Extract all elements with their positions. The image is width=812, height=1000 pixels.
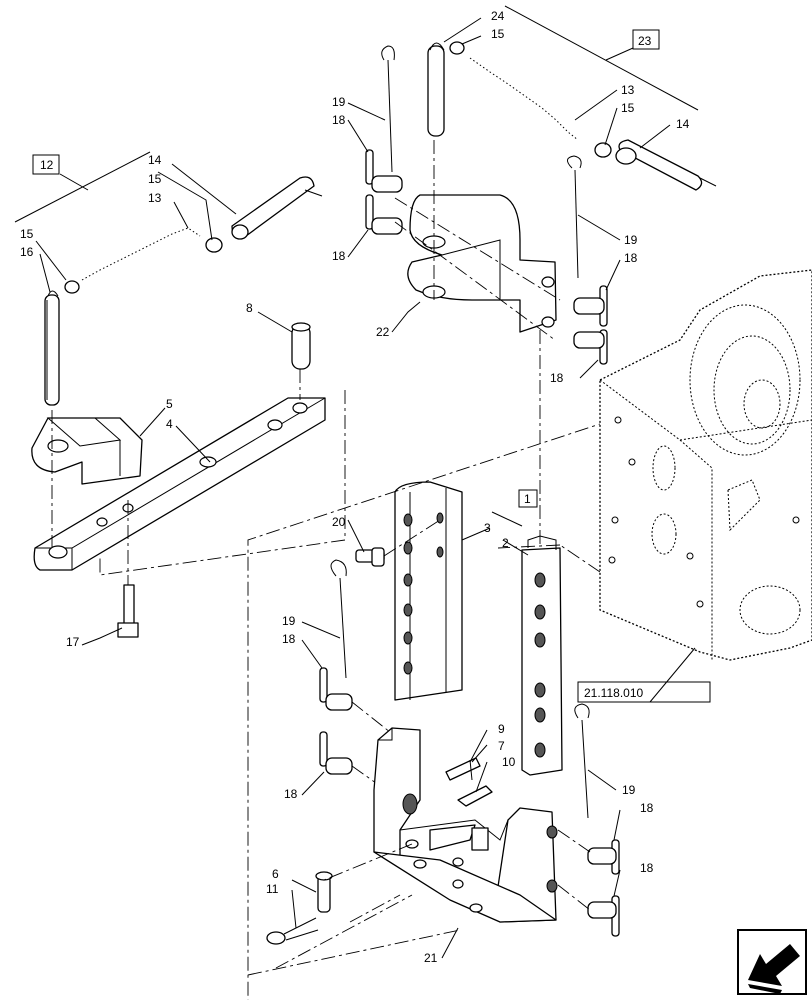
ring-15-top (449, 41, 465, 55)
spring-7 (469, 759, 473, 781)
chain-13-top (469, 57, 579, 141)
spring-pin-19-mid-left (330, 559, 347, 679)
top-pin-24 (427, 42, 445, 137)
callout-labels: 12 15 16 14 15 13 8 5 4 17 24 15 23 19 1… (20, 9, 690, 965)
callout-23: 23 (638, 34, 652, 48)
callout-24: 24 (491, 9, 505, 23)
callout-18-low-a: 18 (640, 801, 654, 815)
callout-20: 20 (332, 515, 346, 529)
callout-2: 2 (502, 536, 509, 550)
pin-6 (315, 871, 333, 913)
callout-12: 12 (40, 158, 54, 172)
callout-15-left-b: 15 (148, 172, 162, 186)
spring-pin-19-mid-right (574, 703, 590, 819)
callout-14-left: 14 (148, 153, 162, 167)
callout-11: 11 (266, 882, 279, 896)
callout-6: 6 (272, 867, 279, 881)
chain-13-left (81, 227, 201, 281)
pin-18-low-a (587, 839, 620, 875)
callout-5: 5 (166, 397, 173, 411)
slider-rail-2 (521, 535, 563, 776)
callout-17: 17 (66, 635, 80, 649)
hitch-rail-3 (394, 481, 463, 701)
pin-18-top-d (573, 329, 608, 365)
group-23-bracket (504, 5, 699, 111)
callout-14-right: 14 (676, 117, 690, 131)
pin-18-top-a (365, 149, 403, 193)
callout-18-low-b: 18 (640, 861, 654, 875)
callout-18-top-right-a: 18 (624, 251, 638, 265)
bolt-20 (355, 547, 385, 567)
ref-box (577, 681, 711, 703)
callout-18-mid-left-b: 18 (284, 787, 298, 801)
ring-15-left (64, 280, 80, 294)
base-bracket-21 (373, 727, 558, 923)
callout-13-left: 13 (148, 191, 162, 205)
callout-19-mid-left: 19 (282, 614, 296, 628)
group-1-bracket (491, 489, 538, 527)
callout-21: 21 (424, 951, 438, 965)
latch-10 (457, 785, 493, 807)
transmission-housing (599, 269, 812, 661)
callout-1: 1 (524, 492, 531, 506)
linch-pin-14-left (231, 176, 323, 240)
pin-18-mid-a (319, 667, 353, 711)
spring-pin-19-top-right (567, 155, 582, 279)
callout-7: 7 (498, 739, 505, 753)
ring-15-left2 (205, 237, 223, 253)
callout-9: 9 (498, 722, 505, 736)
callout-15-left-a: 15 (20, 227, 34, 241)
top-bracket-22 (407, 194, 557, 333)
bolt-17 (117, 584, 139, 638)
reference-21-118-010: 21.118.010 (584, 686, 643, 700)
linch-pin-14-right (615, 139, 717, 191)
callout-15-right: 15 (621, 101, 635, 115)
bushing-8 (291, 322, 311, 370)
callout-18-top-left-b: 18 (332, 249, 346, 263)
callout-22: 22 (376, 325, 390, 339)
callout-3: 3 (484, 521, 491, 535)
latch-pin-9 (445, 757, 481, 781)
leader-lines (35, 17, 671, 959)
pin-18-top-b (365, 194, 403, 235)
callout-19-top-right: 19 (624, 233, 638, 247)
callout-4: 4 (166, 417, 173, 431)
callout-8: 8 (246, 301, 253, 315)
hitch-pin-16 (44, 290, 60, 406)
callout-19-top-left: 19 (332, 95, 346, 109)
ring-15-right (594, 142, 612, 158)
callout-18-top-left-a: 18 (332, 113, 346, 127)
drawbar-4 (33, 397, 326, 571)
pin-18-mid-b (319, 731, 353, 775)
pin-18-low-b (587, 895, 620, 937)
callout-19-mid-right: 19 (622, 783, 636, 797)
callout-18-top-right-b: 18 (550, 371, 564, 385)
callout-10: 10 (502, 755, 516, 769)
arrow-back-icon[interactable] (737, 929, 807, 995)
pin-18-top-c (573, 285, 608, 327)
clip-11 (266, 917, 319, 945)
clevis-5 (31, 417, 143, 485)
spring-pin-19-top-left (381, 45, 395, 173)
callout-16: 16 (20, 245, 34, 259)
callout-18-mid-left-a: 18 (282, 632, 296, 646)
callout-13-top: 13 (621, 83, 635, 97)
group-12-bracket (14, 151, 151, 223)
callout-15-top: 15 (491, 27, 505, 41)
